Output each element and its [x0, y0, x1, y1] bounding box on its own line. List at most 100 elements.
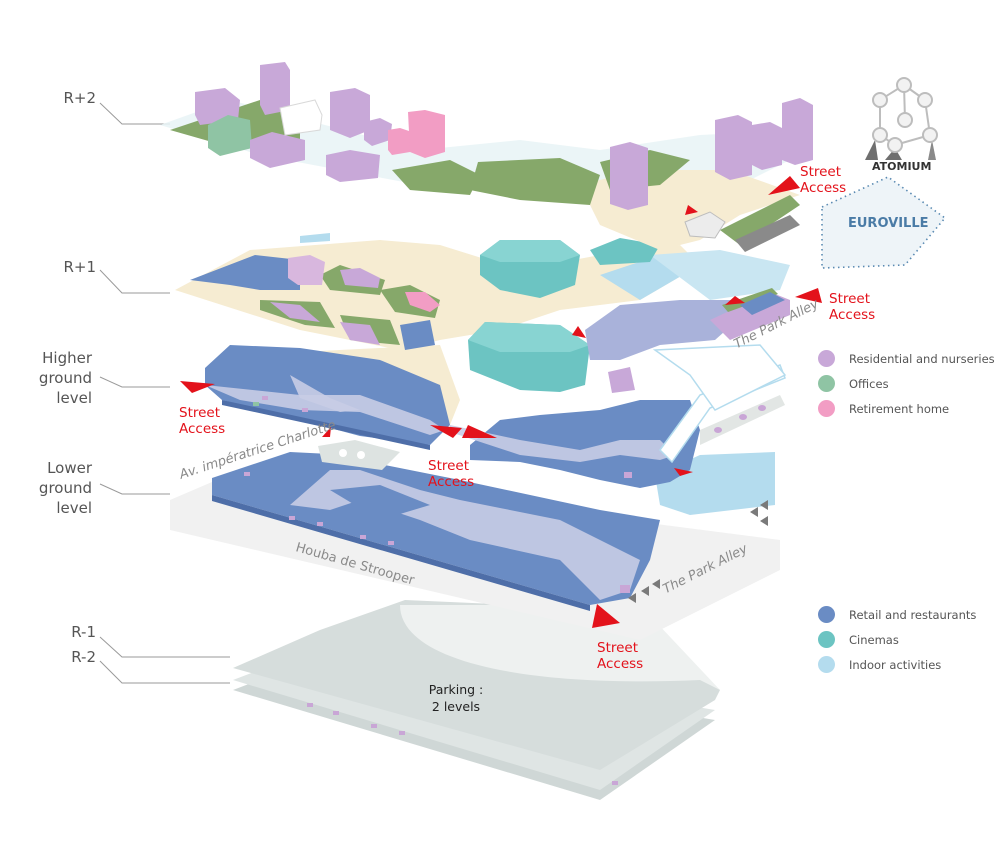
residential-tower [260, 62, 290, 115]
entrance-marker [628, 593, 636, 603]
leader-rm2 [99, 660, 230, 684]
level-label-r2: R+2 [63, 89, 96, 107]
r1-retail-walkway-east [585, 300, 760, 360]
legend-lower: Retail and restaurants Cinemas Indoor ac… [818, 602, 976, 677]
level-label-line: ground [38, 369, 92, 387]
r1-park-alley-green [722, 288, 778, 312]
stair-core [624, 472, 632, 478]
stair-core [399, 731, 405, 735]
entrance-marker [760, 516, 768, 526]
r1-retail-corner [400, 320, 435, 350]
atomium-sphere [922, 127, 938, 143]
access-arrow [795, 288, 822, 303]
stair-core [289, 516, 295, 520]
leader-r2 [99, 102, 170, 125]
lower-ground-stair-cores [244, 472, 630, 593]
parking-stair-cores [307, 703, 618, 785]
legend-upper: Residential and nurseries Offices Retire… [818, 346, 995, 421]
atomium-sphere [917, 92, 933, 108]
street-access-arrows [180, 176, 822, 628]
access-arrow [725, 296, 745, 305]
legend-item-indoor: Indoor activities [818, 652, 976, 677]
street-access-line1: Street [829, 291, 871, 307]
street-access-label: Street Access [597, 640, 643, 672]
euroville-label: EUROVILLE [848, 216, 929, 231]
stair-core [714, 427, 722, 433]
stair-core [388, 541, 394, 545]
residential-block [250, 132, 305, 168]
retirement-tower [408, 110, 445, 158]
r1-indoor-curve [652, 344, 787, 411]
r1-retirement [405, 292, 440, 312]
access-arrow [572, 326, 586, 338]
level-leader-lines [99, 102, 230, 684]
footbridge [684, 211, 726, 239]
stair-core [317, 522, 323, 526]
level-label-line: level [56, 389, 92, 407]
r2-buildings [195, 62, 813, 210]
r1-residential-1 [340, 268, 380, 288]
higher-ground-walkway-diag [290, 375, 360, 412]
legend-swatch-icon [818, 375, 835, 392]
street-access-line2: Access [829, 307, 876, 323]
street-access-line2: Access [597, 656, 644, 672]
retirement-block [388, 128, 412, 155]
r1-level [175, 233, 790, 411]
parking-label: Parking : 2 levels [396, 681, 516, 715]
street-access-line2: Access [428, 474, 475, 490]
entrance-marker [750, 507, 758, 517]
level-label-line: level [56, 499, 92, 517]
leader-rm1 [99, 636, 230, 658]
legend-item-cinemas: Cinemas [818, 627, 976, 652]
lower-ground-retail-edge [212, 495, 590, 611]
atomium-sphere [872, 92, 888, 108]
parking-label-line2: 2 levels [431, 699, 481, 714]
entrance-marker [652, 579, 660, 589]
access-arrow [462, 425, 497, 438]
r2-green-roof-3 [470, 158, 600, 205]
street-access-line2: Access [179, 421, 226, 437]
r2-green-roof-2 [392, 160, 480, 195]
r1-residential-2 [270, 302, 320, 322]
r1-cinema-south [468, 322, 590, 392]
service-opening [357, 451, 365, 459]
residential-terraces [279, 99, 323, 136]
service-opening [339, 449, 347, 457]
atomium-sphere [887, 137, 903, 153]
stair-core [262, 396, 268, 400]
atomium-base [885, 148, 902, 160]
legend-label: Retail and restaurants [849, 607, 977, 622]
access-arrow [592, 604, 620, 628]
level-label-line: ground [38, 479, 92, 497]
lower-ground-level [170, 440, 780, 640]
r1-retail-park-alley [740, 292, 785, 315]
r1-indoor-top [300, 233, 330, 243]
higher-ground-level [205, 345, 786, 488]
stair-core [307, 703, 313, 707]
leader-lower [99, 483, 170, 495]
access-arrow [180, 381, 215, 393]
euroville-zone [821, 176, 947, 269]
atomium-leg [865, 140, 878, 160]
residential-block [364, 118, 392, 146]
legend-swatch-icon [818, 350, 835, 367]
leader-r1 [99, 269, 170, 294]
stair-core [620, 585, 630, 593]
entrance-marker [760, 500, 768, 510]
higher-ground-stair-cores [262, 396, 766, 478]
legend-item-offices: Offices [818, 371, 995, 396]
legend-label: Offices [849, 376, 889, 391]
street-access-label: Street Access [428, 458, 474, 490]
access-arrow [685, 205, 698, 215]
legend-label: Residential and nurseries [849, 351, 995, 366]
stair-core [739, 414, 747, 420]
level-label-line: Higher [42, 349, 92, 367]
entrance-marker [641, 586, 649, 596]
legend-item-retail: Retail and restaurants [818, 602, 976, 627]
residential-tower [715, 115, 752, 180]
leader-higher [99, 376, 170, 388]
higher-ground-retail-west-edge [222, 400, 430, 450]
r1-residential-cluster [288, 255, 325, 285]
atomium-sphere [872, 127, 888, 143]
